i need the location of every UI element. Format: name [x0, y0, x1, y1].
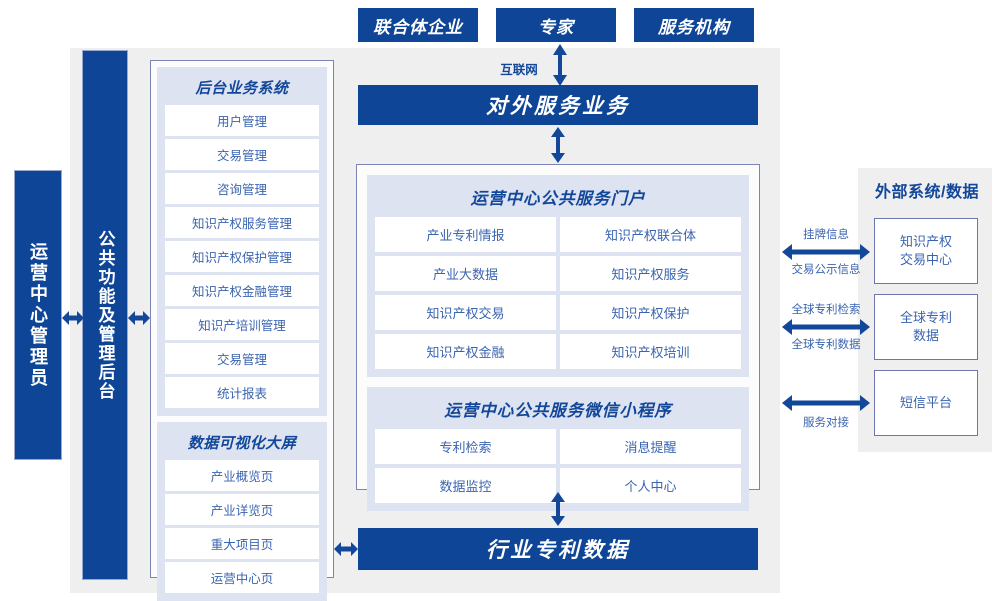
- backend-bar-label: 公共功能及管理后台: [95, 229, 115, 401]
- label-line-2: 数据: [912, 328, 939, 343]
- list-item[interactable]: 知识产权服务管理: [165, 207, 319, 238]
- group-title: 后台业务系统: [195, 80, 289, 97]
- arrow-label-bottom: 服务对接: [803, 417, 849, 429]
- public-service-panel: 运营中心公共服务门户 产业专利情报 知识产权联合体 产业大数据 知识产权服务 知…: [356, 164, 760, 511]
- group-public-service-portal: 运营中心公共服务门户 产业专利情报 知识产权联合体 产业大数据 知识产权服务 知…: [367, 175, 749, 377]
- internet-label: 互联网: [500, 63, 538, 77]
- arrow-to-global-patent-data: [782, 318, 870, 336]
- group-backend-business-system: 后台业务系统 用户管理 交易管理 咨询管理 知识产权服务管理 知识产权保护管理 …: [157, 67, 327, 416]
- arrow-label-top: 挂牌信息: [803, 229, 849, 241]
- external-box-label: 知识产权 交易中心: [900, 233, 952, 268]
- label-line-1: 全球专利: [899, 310, 952, 326]
- grid-item[interactable]: 产业大数据: [375, 256, 556, 291]
- admin-bar-label: 运营中心管理员: [28, 241, 48, 389]
- list-item[interactable]: 产业详览页: [165, 494, 319, 525]
- external-box-label: 短信平台: [899, 395, 952, 411]
- list-item[interactable]: 知识产权金融管理: [165, 275, 319, 306]
- arrow-internet-vertical: [549, 44, 571, 86]
- list-item[interactable]: 统计报表: [165, 377, 319, 408]
- grid-item[interactable]: 知识产权服务: [560, 256, 741, 291]
- grid-item[interactable]: 知识产权金融: [375, 334, 556, 369]
- list-item[interactable]: 知识产权保护管理: [165, 241, 319, 272]
- external-box-sms-platform[interactable]: 短信平台: [874, 370, 978, 436]
- group-title: 运营中心公共服务微信小程序: [444, 402, 672, 420]
- grid-item[interactable]: 知识产权联合体: [560, 217, 741, 252]
- actor-label: 服务机构: [658, 17, 730, 37]
- actor-label: 专家: [538, 17, 574, 37]
- group-title: 数据可视化大屏: [187, 435, 297, 452]
- grid-item[interactable]: 个人中心: [560, 468, 741, 503]
- actor-box-service-agency[interactable]: 服务机构: [634, 8, 754, 42]
- group-data-visualization-screen: 数据可视化大屏 产业概览页 产业详览页 重大项目页 运营中心页: [157, 422, 327, 601]
- grid-item[interactable]: 消息提醒: [560, 429, 741, 464]
- external-service-business-bar[interactable]: 对外服务业务: [358, 85, 758, 125]
- mini-program-grid: 专利检索 消息提醒 数据监控 个人中心: [375, 429, 741, 503]
- list-item[interactable]: 运营中心页: [165, 562, 319, 593]
- list-item[interactable]: 用户管理: [165, 105, 319, 136]
- group-title: 运营中心公共服务门户: [470, 190, 646, 208]
- list-item[interactable]: 知识产培训管理: [165, 309, 319, 340]
- bar-label: 行业专利数据: [486, 539, 630, 562]
- list-item[interactable]: 产业概览页: [165, 460, 319, 491]
- arrow-service-to-portal: [547, 127, 569, 163]
- arrow-label-bottom: 全球专利数据: [791, 339, 861, 351]
- external-systems-title: 外部系统/数据: [875, 184, 979, 201]
- label-line-1: 知识产权: [899, 234, 952, 250]
- list-item[interactable]: 交易管理: [165, 343, 319, 374]
- arrow-to-sms-platform: [782, 394, 870, 412]
- industry-patent-data-bar[interactable]: 行业专利数据: [358, 528, 758, 570]
- actor-box-expert[interactable]: 专家: [496, 8, 616, 42]
- arrow-admin-to-backend: [62, 308, 84, 328]
- grid-item[interactable]: 产业专利情报: [375, 217, 556, 252]
- arrow-label-top: 全球专利检索: [791, 304, 861, 316]
- grid-item[interactable]: 数据监控: [375, 468, 556, 503]
- external-box-ip-trading-center[interactable]: 知识产权 交易中心: [874, 218, 978, 284]
- group-wechat-mini-program: 运营中心公共服务微信小程序 专利检索 消息提醒 数据监控 个人中心: [367, 387, 749, 511]
- portal-grid: 产业专利情报 知识产权联合体 产业大数据 知识产权服务 知识产权交易 知识产权保…: [375, 217, 741, 369]
- list-item[interactable]: 交易管理: [165, 139, 319, 170]
- grid-item[interactable]: 专利检索: [375, 429, 556, 464]
- arrow-label-bottom: 交易公示信息: [791, 264, 861, 276]
- actor-box-enterprise[interactable]: 联合体企业: [358, 8, 478, 42]
- list-item[interactable]: 重大项目页: [165, 528, 319, 559]
- arrow-backend-to-left-panel: [128, 308, 150, 328]
- external-box-label: 全球专利 数据: [900, 309, 952, 344]
- grid-item[interactable]: 知识产权培训: [560, 334, 741, 369]
- vertical-bar-operations-admin[interactable]: 运营中心管理员: [14, 170, 62, 460]
- vertical-bar-public-function-backend[interactable]: 公共功能及管理后台: [82, 50, 128, 580]
- actor-label: 联合体企业: [373, 17, 463, 37]
- bar-label: 对外服务业务: [486, 95, 630, 118]
- arrow-to-ip-trading-center: [782, 243, 870, 261]
- list-item[interactable]: 咨询管理: [165, 173, 319, 204]
- grid-item[interactable]: 知识产权交易: [375, 295, 556, 330]
- arrow-left-panel-to-industry-data: [334, 539, 358, 559]
- external-box-global-patent-data[interactable]: 全球专利 数据: [874, 294, 978, 360]
- backend-systems-panel: 后台业务系统 用户管理 交易管理 咨询管理 知识产权服务管理 知识产权保护管理 …: [150, 60, 334, 601]
- arrow-portal-to-industry-data: [547, 492, 569, 526]
- label-line-2: 交易中心: [899, 252, 952, 267]
- grid-item[interactable]: 知识产权保护: [560, 295, 741, 330]
